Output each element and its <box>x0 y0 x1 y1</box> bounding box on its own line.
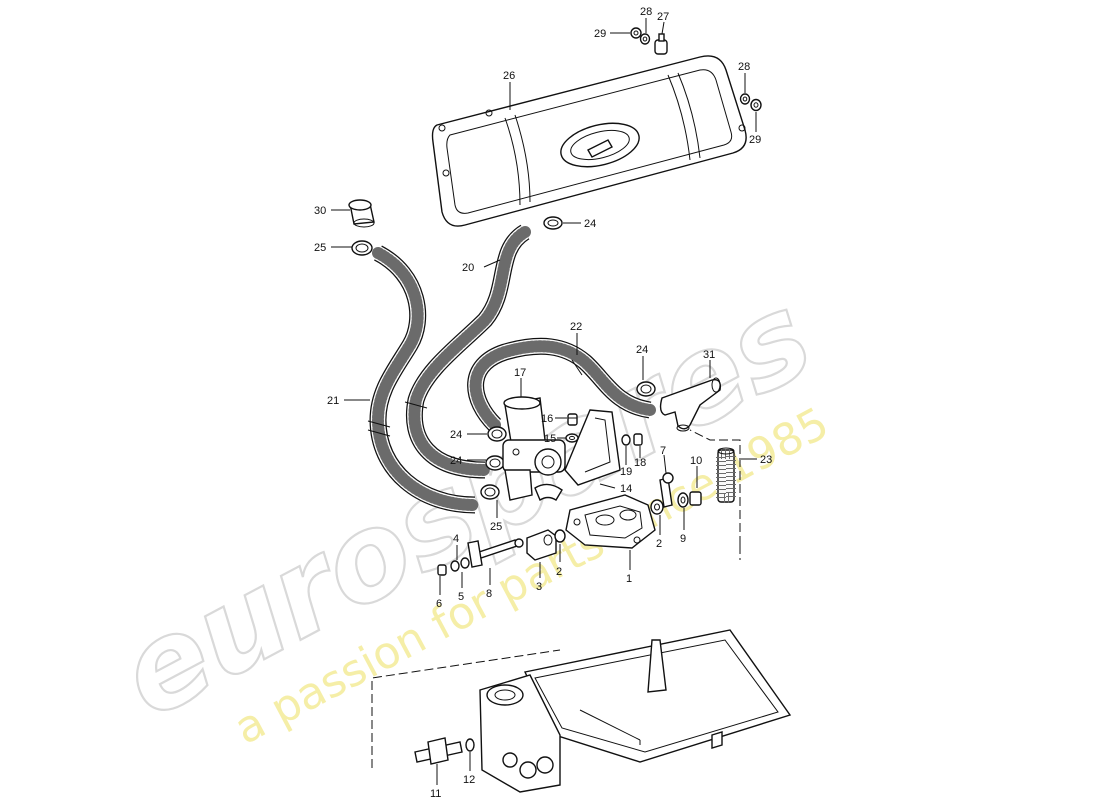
hose-20 <box>404 224 531 479</box>
part-17-valve <box>502 396 566 501</box>
part-12-washer <box>465 738 475 752</box>
callout-28-right: 28 <box>738 61 750 73</box>
part-26-cover <box>431 55 747 227</box>
callout-14: 14 <box>620 483 632 495</box>
hose-22 <box>467 337 656 432</box>
callout-22: 22 <box>570 321 582 333</box>
part-16-screw <box>567 413 578 426</box>
clamp-24-right <box>636 381 656 397</box>
callout-30: 30 <box>314 205 326 217</box>
part-31-connector <box>659 377 722 432</box>
callout-10: 10 <box>690 455 702 467</box>
callout-2-right: 2 <box>656 538 662 550</box>
callout-8: 8 <box>486 588 492 600</box>
clamp-24-left-a <box>487 426 507 442</box>
part-4-clip <box>460 557 470 569</box>
part-30-grommet <box>348 199 375 228</box>
part-11-sensor <box>414 737 463 765</box>
callout-11: 11 <box>430 788 441 800</box>
callout-25-top: 25 <box>314 242 326 254</box>
clamp-24-top <box>543 216 563 230</box>
part-5-washer <box>450 560 460 572</box>
part-19-washer <box>621 434 631 446</box>
part-29-nut-right <box>750 98 762 112</box>
part-1-base <box>565 494 656 549</box>
callout-labels: 29 28 27 28 29 26 30 25 24 20 21 22 24 3… <box>314 6 772 800</box>
clamp-25-top <box>351 240 373 256</box>
callout-21: 21 <box>327 395 339 407</box>
callout-24-right: 24 <box>636 344 648 356</box>
part-29-nut-top <box>630 27 642 39</box>
callout-25-bottom: 25 <box>490 521 502 533</box>
callout-29-top: 29 <box>594 28 606 40</box>
callout-29-right: 29 <box>749 134 761 146</box>
leader-lines <box>331 18 757 785</box>
part-9-washer <box>677 492 689 508</box>
callout-15: 15 <box>544 433 556 445</box>
callout-24-left-b: 24 <box>450 455 462 467</box>
callout-7: 7 <box>660 445 666 457</box>
callout-18: 18 <box>634 457 646 469</box>
part-2-bushing-left <box>554 529 566 543</box>
callout-9: 9 <box>680 533 686 545</box>
clamp-24-left-b <box>485 455 505 471</box>
part-8-rod <box>467 538 524 568</box>
callout-4: 4 <box>453 533 459 545</box>
callout-20: 20 <box>462 262 474 274</box>
callout-28-top: 28 <box>640 6 652 18</box>
part-3-block <box>526 529 557 561</box>
hose-23 <box>716 447 736 503</box>
callout-1: 1 <box>626 573 632 585</box>
part-7-lever <box>659 472 674 508</box>
callout-2-left: 2 <box>556 566 562 578</box>
part-28-washer-right <box>739 93 751 105</box>
callout-23: 23 <box>760 454 772 466</box>
callout-26: 26 <box>503 70 515 82</box>
callout-3: 3 <box>536 581 542 593</box>
callout-17: 17 <box>514 367 526 379</box>
part-10-bushing <box>689 491 702 506</box>
callout-16: 16 <box>541 413 553 425</box>
assembly-outline <box>371 429 741 768</box>
part-15-washer <box>565 433 579 443</box>
part-14-bracket <box>534 409 621 502</box>
callout-24-left-a: 24 <box>450 429 462 441</box>
part-6-screw <box>437 564 447 576</box>
callout-19: 19 <box>620 466 632 478</box>
part-27-nipple <box>654 33 668 55</box>
lower-housing <box>479 629 792 793</box>
clamp-25-bottom <box>480 484 500 500</box>
part-28-washer-top <box>639 33 651 45</box>
callout-5: 5 <box>458 591 464 603</box>
hose-21 <box>367 245 481 514</box>
callout-24-top: 24 <box>584 218 596 230</box>
callout-12: 12 <box>463 774 475 786</box>
callout-31: 31 <box>703 349 715 361</box>
part-2-bushing-right <box>650 499 664 515</box>
callout-6: 6 <box>436 598 442 610</box>
part-18-screw <box>633 433 643 446</box>
callout-27: 27 <box>657 11 669 23</box>
